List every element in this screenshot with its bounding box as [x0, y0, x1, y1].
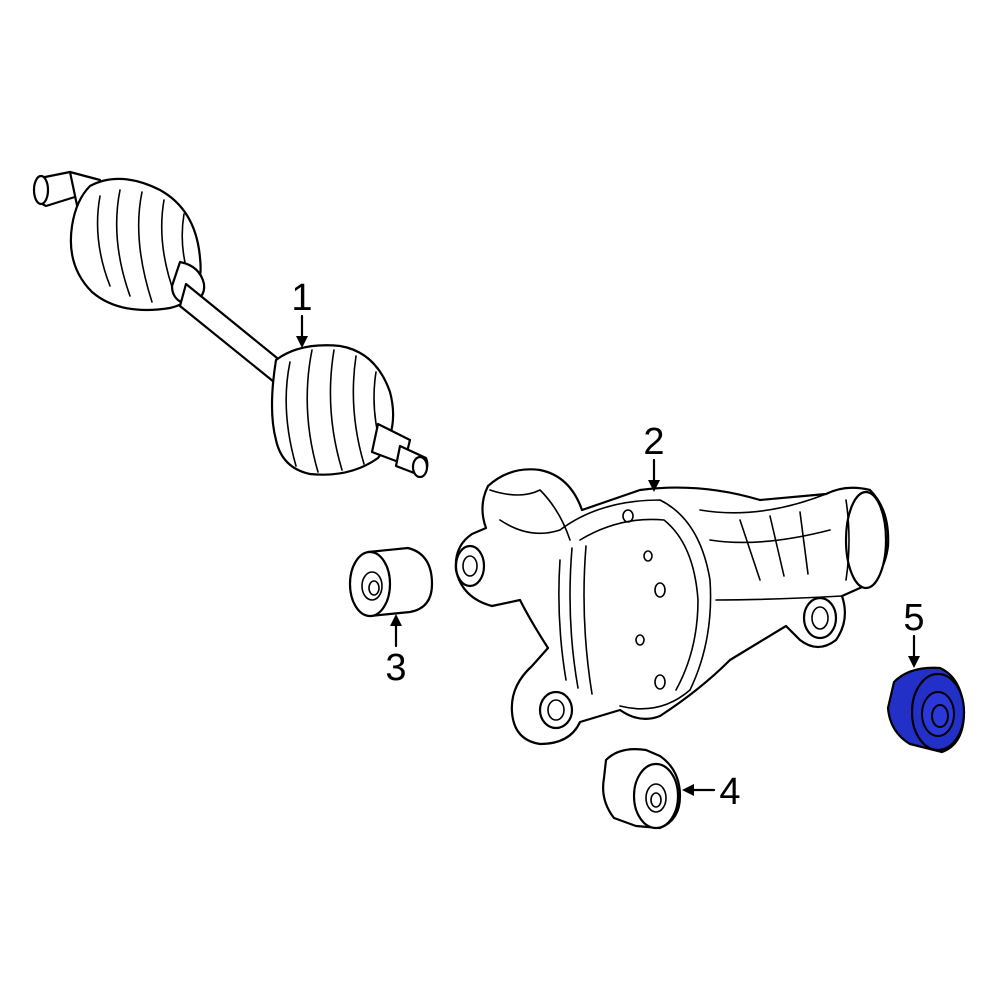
callout-2-arrowhead — [648, 480, 660, 492]
callout-1-label: 1 — [291, 277, 312, 319]
bushing-part-3[interactable] — [348, 546, 434, 618]
callout-4-label: 4 — [719, 771, 740, 813]
callout-1: 1 — [291, 277, 313, 348]
callout-5-label: 5 — [903, 597, 924, 639]
callout-5-arrowhead — [908, 656, 920, 668]
callout-1-arrowhead — [296, 336, 308, 348]
bushing-part-4[interactable] — [602, 748, 682, 830]
callout-2: 2 — [643, 421, 665, 492]
callout-3: 3 — [385, 614, 407, 689]
callout-4: 4 — [682, 771, 741, 813]
callout-5: 5 — [903, 597, 925, 668]
bushing-part-5-highlighted[interactable] — [886, 666, 966, 754]
differential-carrier-part[interactable] — [454, 468, 890, 746]
callout-3-label: 3 — [385, 647, 406, 689]
callout-2-label: 2 — [643, 421, 664, 463]
axle-shaft-part[interactable] — [32, 170, 429, 479]
